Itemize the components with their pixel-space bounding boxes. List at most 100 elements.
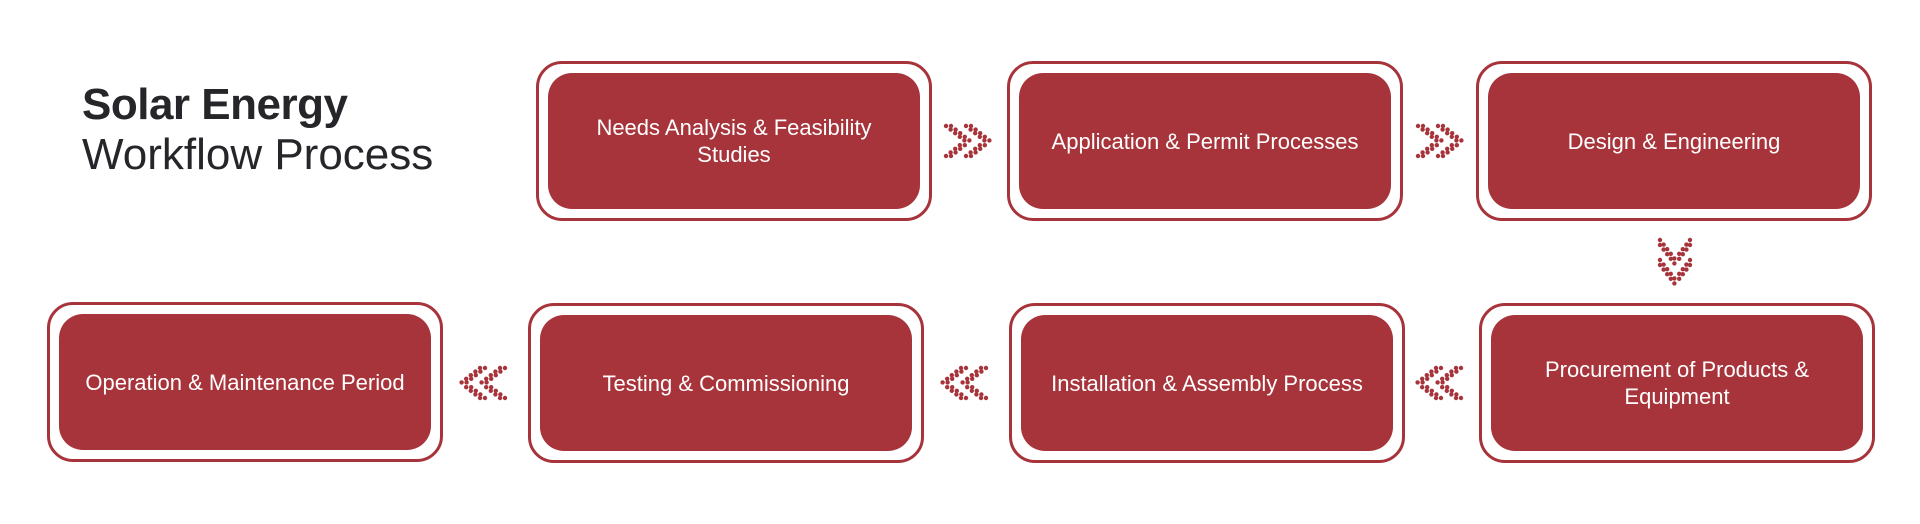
arrow-dot <box>1454 138 1459 143</box>
arrow-dot <box>959 392 964 397</box>
arrow-dot <box>963 153 969 159</box>
arrow-dot <box>1440 150 1445 155</box>
arrow-dot <box>1672 276 1677 281</box>
arrow-dot <box>1668 276 1673 281</box>
arrow-dot <box>950 376 955 381</box>
arrow-dot <box>983 395 989 401</box>
arrow-dot <box>1429 143 1434 148</box>
arrow-dot <box>1430 131 1435 136</box>
arrow-dot <box>1680 267 1685 272</box>
arrow-dot <box>968 153 974 159</box>
step-4-procurement: Procurement of Products & Equipment <box>1479 303 1875 463</box>
arrow-dot <box>473 369 478 374</box>
arrow-dot <box>1420 380 1425 385</box>
arrow-dot <box>968 123 974 129</box>
arrow-dot <box>978 131 983 136</box>
arrow-dot <box>468 373 473 378</box>
step-label: Needs Analysis & Feasibility Studies <box>596 115 872 167</box>
arrow-dot <box>962 143 967 148</box>
arrow-dot <box>1425 385 1430 390</box>
arrow-dot <box>477 365 483 371</box>
arrow-dot <box>1420 123 1426 129</box>
arrow-dot <box>970 376 975 381</box>
arrow-dot <box>484 380 489 385</box>
arrow-dot <box>473 388 478 393</box>
arrow-dot <box>954 392 959 397</box>
arrow-dot <box>1440 123 1446 129</box>
chevron-left-icon <box>1413 364 1465 402</box>
arrow-dot <box>479 380 484 385</box>
arrow-dot <box>958 131 963 136</box>
arrow-dot <box>1445 146 1450 151</box>
arrow-dot <box>1668 251 1673 256</box>
arrow-dot <box>1425 146 1430 151</box>
arrow-dot <box>957 134 962 139</box>
arrow-dot <box>1454 392 1459 397</box>
arrow-dot <box>953 150 958 155</box>
arrow-dot <box>1445 127 1450 132</box>
arrow-dot <box>970 385 975 390</box>
chevron-down-icon <box>1656 236 1694 288</box>
arrow-dot <box>502 365 508 371</box>
arrow-dot <box>977 134 982 139</box>
arrow-dot <box>1425 127 1430 132</box>
diagram-title: Solar Energy Workflow Process <box>82 80 433 180</box>
arrow-dot <box>1425 376 1430 381</box>
arrow-dot <box>974 392 979 397</box>
arrow-dot <box>958 365 964 371</box>
arrow-dot <box>482 395 488 401</box>
arrow-dot <box>1429 388 1434 393</box>
arrow-dot <box>1433 395 1439 401</box>
arrow-dot <box>1677 276 1682 281</box>
arrow-dot <box>945 380 950 385</box>
arrow-dot <box>1680 252 1685 257</box>
arrow-dot <box>1445 131 1450 136</box>
arrow-dot <box>1665 272 1670 277</box>
arrow-dot <box>1668 256 1673 261</box>
arrow-dot <box>1657 237 1663 243</box>
arrow-dot <box>1459 138 1464 143</box>
arrow-dot <box>1440 127 1445 132</box>
arrow-dot <box>498 392 503 397</box>
arrow-dot <box>464 385 469 390</box>
arrow-dot <box>1672 261 1677 266</box>
arrow-dot <box>1661 247 1666 252</box>
arrow-dot <box>1684 242 1689 247</box>
arrow-dot <box>982 134 987 139</box>
arrow-dot <box>962 134 967 139</box>
arrow-dot <box>1425 150 1430 155</box>
arrow-dot <box>1438 365 1444 371</box>
arrow-dot <box>1665 267 1670 272</box>
arrow-dot <box>497 365 503 371</box>
arrow-dot <box>493 392 498 397</box>
arrow-dot <box>1435 153 1441 159</box>
arrow-dot <box>1440 376 1445 381</box>
arrow-dot <box>963 395 969 401</box>
arrow-dot <box>1435 123 1441 129</box>
arrow-dot <box>1424 388 1429 393</box>
arrow-dot <box>1680 272 1685 277</box>
arrow-dot <box>489 385 494 390</box>
arrow-dot <box>1657 257 1663 263</box>
arrow-dot <box>948 150 953 155</box>
arrow-dot <box>958 395 964 401</box>
step-3-design-engineering: Design & Engineering <box>1476 61 1872 221</box>
arrow-dot <box>965 385 970 390</box>
arrow-dot <box>502 395 508 401</box>
arrow-dot <box>1440 153 1446 159</box>
arrow-dot <box>1438 395 1444 401</box>
arrow-dot <box>1449 392 1454 397</box>
arrow-dot <box>493 388 498 393</box>
arrow-dot <box>1415 123 1421 129</box>
arrow-dot <box>1430 146 1435 151</box>
arrow-dot <box>1687 262 1693 268</box>
arrow-dot <box>1434 134 1439 139</box>
arrow-dot <box>1440 385 1445 390</box>
arrow-dot <box>1668 271 1673 276</box>
arrow-dot <box>1454 143 1459 148</box>
arrow-dot <box>943 153 949 159</box>
arrow-dot <box>960 380 965 385</box>
arrow-dot <box>1458 365 1464 371</box>
arrow-dot <box>1454 369 1459 374</box>
arrow-dot <box>973 131 978 136</box>
